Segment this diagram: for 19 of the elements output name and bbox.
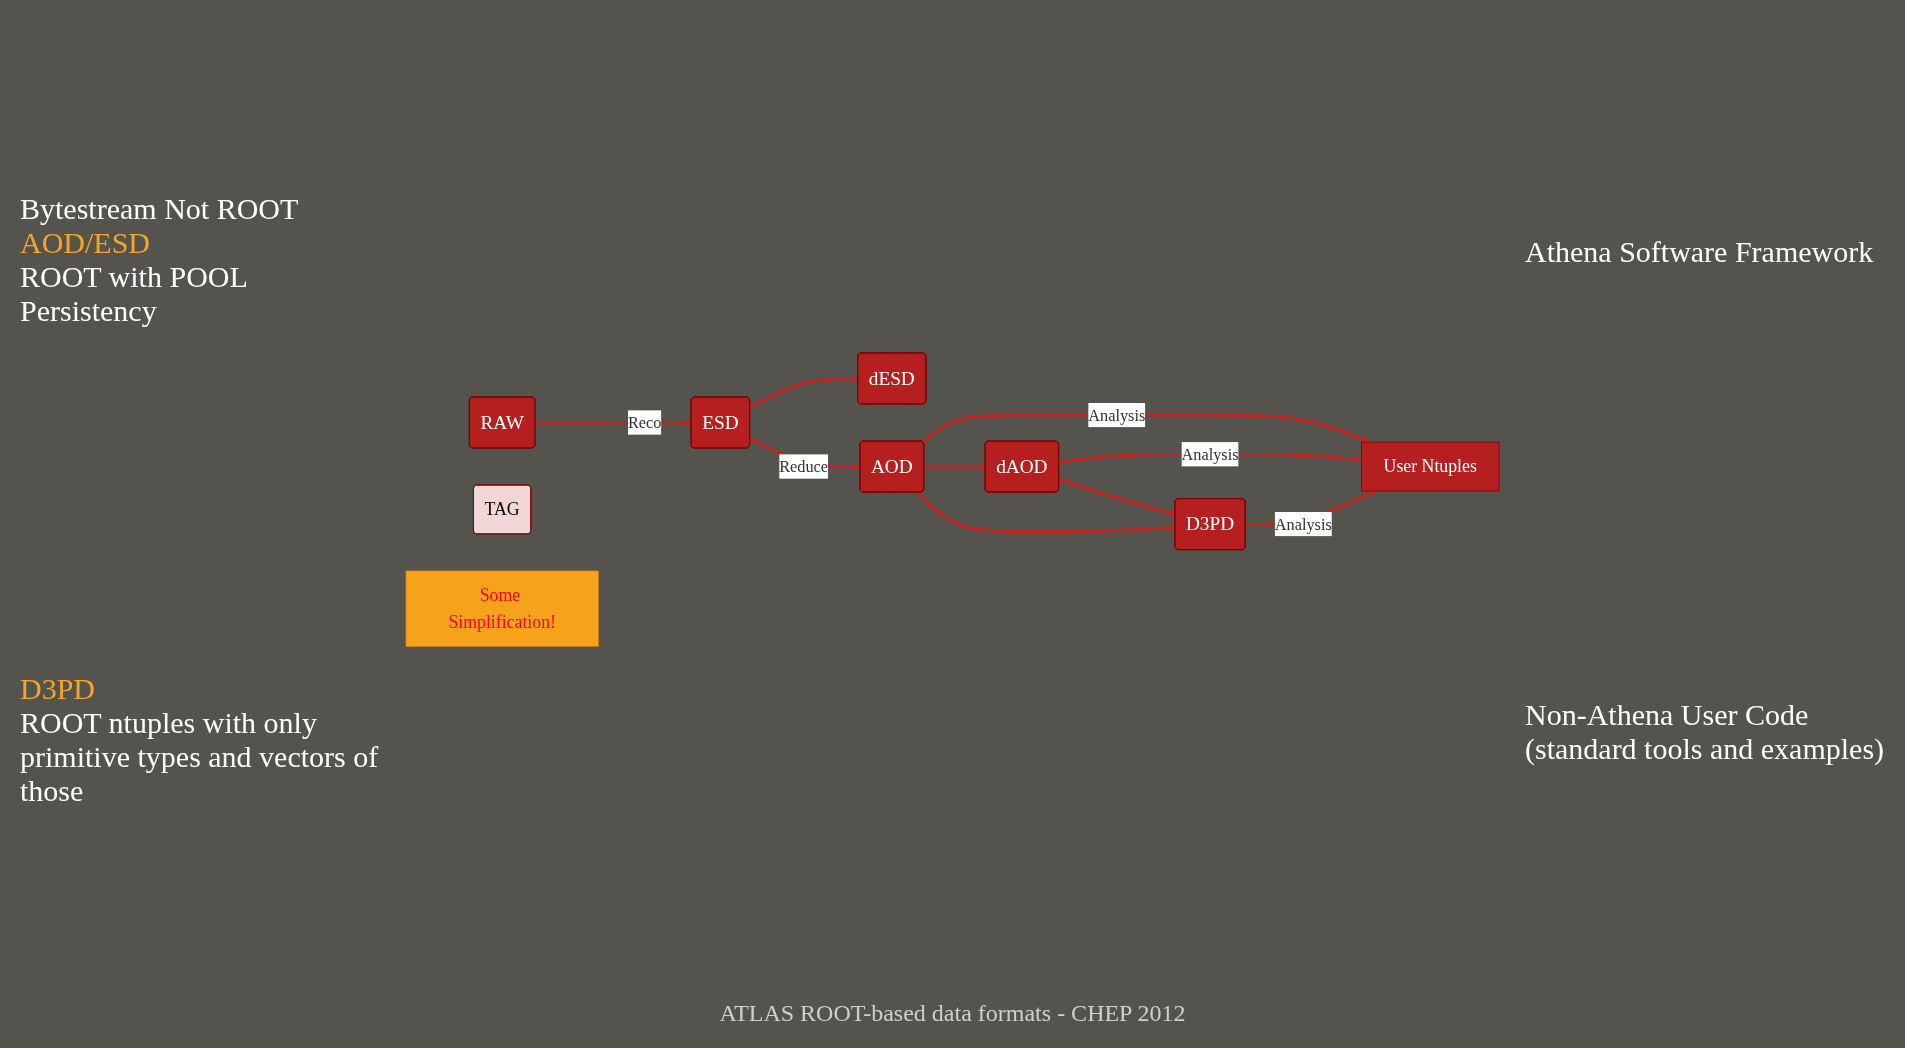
footer-text: ATLAS ROOT-based data formats - CHEP 2012 [719,1000,1186,1026]
edge-label: Analysis [1274,515,1332,534]
section-heading: D3PD [20,672,95,705]
note-text: Athena Software Framework [1525,234,1874,268]
arrow [924,463,986,471]
node-box: Some Simplification! [405,570,599,648]
arrow [1058,478,1176,517]
arrow [749,375,859,410]
note-text: ROOT with POOL Persistency [20,260,247,327]
arrow [916,491,1176,534]
edge-label: Analysis [1181,445,1239,464]
note-text: ROOT ntuples with only primitive types and vectors of those [20,706,379,807]
note-text: Non-Athena User Code (standard tools and examples) [1525,697,1885,765]
edge-label: Analysis [1088,406,1146,425]
node-box: User Ntuples [1361,442,1500,492]
edge-label: Reco [628,413,662,433]
edge-label: Reduce [779,457,829,477]
note-text: Bytestream Not ROOT [20,192,299,225]
section-heading: AOD/ESD [20,226,150,259]
